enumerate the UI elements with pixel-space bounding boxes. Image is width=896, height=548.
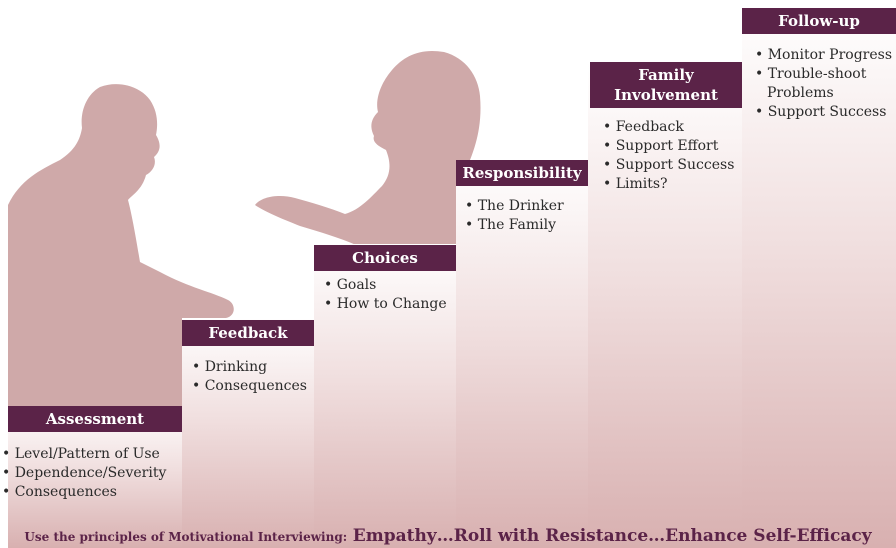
assessment-list: • Level/Pattern of Use • Dependence/Seve… — [2, 445, 166, 502]
footer-principles: Use the principles of Motivational Inter… — [0, 526, 896, 546]
follow-up-title: Follow-up — [778, 12, 860, 30]
responsibility-header: Responsibility — [456, 160, 588, 186]
step-feedback-panel — [182, 318, 314, 548]
footer-prefix: Use the principles of Motivational Inter… — [24, 530, 348, 544]
assessment-header: Assessment — [8, 406, 182, 432]
list-item: Problems — [767, 85, 834, 101]
list-item: • How to Change — [324, 296, 447, 312]
list-item: • Dependence/Severity — [2, 465, 167, 481]
list-item: • Goals — [324, 277, 377, 293]
list-item: • Feedback — [603, 119, 684, 135]
list-item: • Drinking — [192, 359, 268, 375]
feedback-list: • Drinking • Consequences — [192, 358, 307, 396]
list-item: • Support Effort — [603, 138, 719, 154]
responsibility-title: Responsibility — [462, 164, 582, 182]
responsibility-list: • The Drinker • The Family — [465, 197, 564, 235]
list-item: • Consequences — [2, 484, 117, 500]
list-item: • Consequences — [192, 378, 307, 394]
choices-list: • Goals • How to Change — [324, 276, 447, 314]
list-item: • The Family — [465, 217, 557, 233]
feedback-title: Feedback — [208, 324, 288, 342]
assessment-title: Assessment — [45, 410, 145, 428]
list-item: • Support Success — [755, 104, 887, 120]
list-item: • Trouble-shoot — [755, 66, 867, 82]
list-item: • Level/Pattern of Use — [2, 446, 160, 462]
list-item: • Support Success — [603, 157, 735, 173]
step-choices-panel — [314, 244, 456, 548]
follow-up-list: • Monitor Progress • Trouble-shoot Probl… — [755, 46, 892, 122]
list-item: • Limits? — [603, 176, 668, 192]
list-item: • Monitor Progress — [755, 47, 893, 63]
step-follow-up-panel — [742, 8, 896, 548]
family-involvement-header: Family Involvement — [590, 62, 742, 108]
family-involvement-list: • Feedback • Support Effort • Support Su… — [603, 118, 734, 194]
step-family-involvement-panel — [588, 62, 742, 548]
list-item: • The Drinker — [465, 198, 564, 214]
feedback-header: Feedback — [182, 320, 314, 346]
choices-title: Choices — [352, 249, 418, 267]
family-involvement-title-line-1: Family — [638, 66, 694, 84]
step-responsibility-panel — [456, 160, 588, 548]
family-involvement-title-line-2: Involvement — [614, 86, 718, 104]
choices-header: Choices — [314, 245, 456, 271]
footer-emphasis: Empathy…Roll with Resistance…Enhance Sel… — [352, 526, 872, 546]
follow-up-header: Follow-up — [742, 8, 896, 34]
